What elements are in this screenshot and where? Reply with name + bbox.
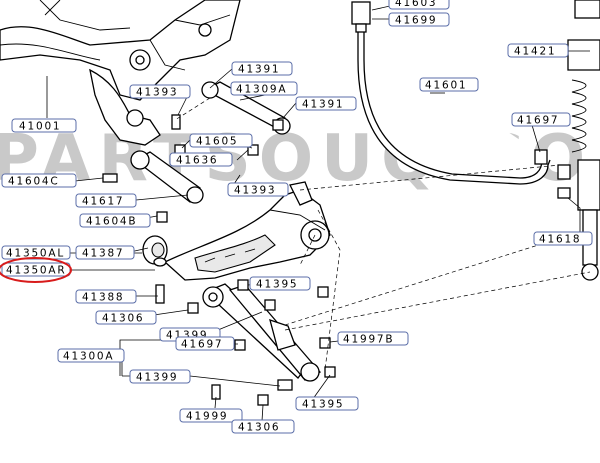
stabilizer-bar-41601 <box>351 1 551 185</box>
part-number-41391-mid: 41391 <box>302 99 344 111</box>
callout-41388[interactable]: 41388 <box>75 289 137 304</box>
callout-41699[interactable]: 41699 <box>388 12 450 27</box>
part-number-41604B: 41604B <box>86 216 137 228</box>
callout-41393-top[interactable]: 41393 <box>129 84 191 99</box>
part-number-41395-bottom: 41395 <box>302 399 344 411</box>
trailing-arm-and-knuckle <box>163 181 331 281</box>
part-number-41699: 41699 <box>395 15 437 27</box>
part-number-41399-bottom: 41399 <box>136 372 178 384</box>
callout-41395-top[interactable]: 41395 <box>249 276 311 291</box>
callout-41393-mid[interactable]: 41393 <box>227 182 289 197</box>
dashed-reference-lines <box>174 97 591 371</box>
callout-41350AR[interactable]: 41350AR <box>0 257 72 283</box>
callout-41399-bottom[interactable]: 41399 <box>129 369 191 384</box>
callout-41604B[interactable]: 41604B <box>79 213 151 228</box>
part-number-41603: 41603 <box>395 0 437 9</box>
part-number-41388: 41388 <box>82 292 124 304</box>
callout-41636[interactable]: 41636 <box>169 152 233 167</box>
part-number-41605: 41605 <box>196 136 238 148</box>
part-number-41001: 41001 <box>19 121 61 133</box>
crossmember-subframe <box>0 0 241 146</box>
callout-41391-top[interactable]: 41391 <box>231 61 293 76</box>
part-number-41697-bottom: 41697 <box>181 339 223 351</box>
highlight-circle <box>0 257 72 283</box>
callout-41421[interactable]: 41421 <box>507 43 569 58</box>
part-number-41306-top: 41306 <box>102 313 144 325</box>
part-number-41391-top: 41391 <box>238 64 280 76</box>
part-number-41350AL: 41350AL <box>6 248 65 260</box>
part-number-41387: 41387 <box>82 248 124 260</box>
callout-41306-bottom[interactable]: 41306 <box>231 419 295 434</box>
callout-41617[interactable]: 41617 <box>75 193 137 208</box>
part-number-41697-right: 41697 <box>517 115 559 127</box>
callout-41997B[interactable]: 41997B <box>337 331 409 346</box>
callout-41309A[interactable]: 41309A <box>230 81 298 96</box>
callout-41604C[interactable]: 41604C <box>1 173 77 188</box>
part-number-41350AR: 41350AR <box>6 265 66 277</box>
callout-41999[interactable]: 41999 <box>179 408 243 423</box>
fasteners <box>174 119 329 311</box>
callout-41300A[interactable]: 41300A <box>57 348 125 363</box>
callout-41603[interactable]: 41603 <box>388 0 450 10</box>
part-number-41999: 41999 <box>186 411 228 423</box>
lower-arm <box>187 283 336 406</box>
callout-41391-mid[interactable]: 41391 <box>295 96 357 111</box>
part-number-41604C: 41604C <box>8 176 60 188</box>
callout-41618[interactable]: 41618 <box>533 231 593 246</box>
bushing-41350AR <box>142 235 168 304</box>
part-number-41421: 41421 <box>514 46 556 58</box>
part-number-41309A: 41309A <box>236 84 287 96</box>
part-number-41997B: 41997B <box>343 334 394 346</box>
part-number-41601: 41601 <box>425 80 467 92</box>
callout-41395-bottom[interactable]: 41395 <box>295 396 359 411</box>
callout-41697-bottom[interactable]: 41697 <box>175 336 235 351</box>
callout-41306-top[interactable]: 41306 <box>95 310 157 325</box>
part-number-41395-top: 41395 <box>256 279 298 291</box>
part-number-41393-top: 41393 <box>136 87 178 99</box>
callout-41601[interactable]: 41601 <box>419 77 479 92</box>
part-number-41617: 41617 <box>82 196 124 208</box>
part-number-41636: 41636 <box>176 155 218 167</box>
part-number-41393-mid: 41393 <box>234 185 276 197</box>
part-number-41618: 41618 <box>539 234 581 246</box>
callout-41605[interactable]: 41605 <box>189 133 253 148</box>
callout-41697-right[interactable]: 41697 <box>511 112 571 127</box>
part-number-41300A: 41300A <box>63 351 114 363</box>
part-number-41306-bottom: 41306 <box>238 422 280 434</box>
callout-41387[interactable]: 41387 <box>75 245 135 260</box>
toe-link-41617 <box>102 150 204 223</box>
callout-41001[interactable]: 41001 <box>11 118 77 133</box>
